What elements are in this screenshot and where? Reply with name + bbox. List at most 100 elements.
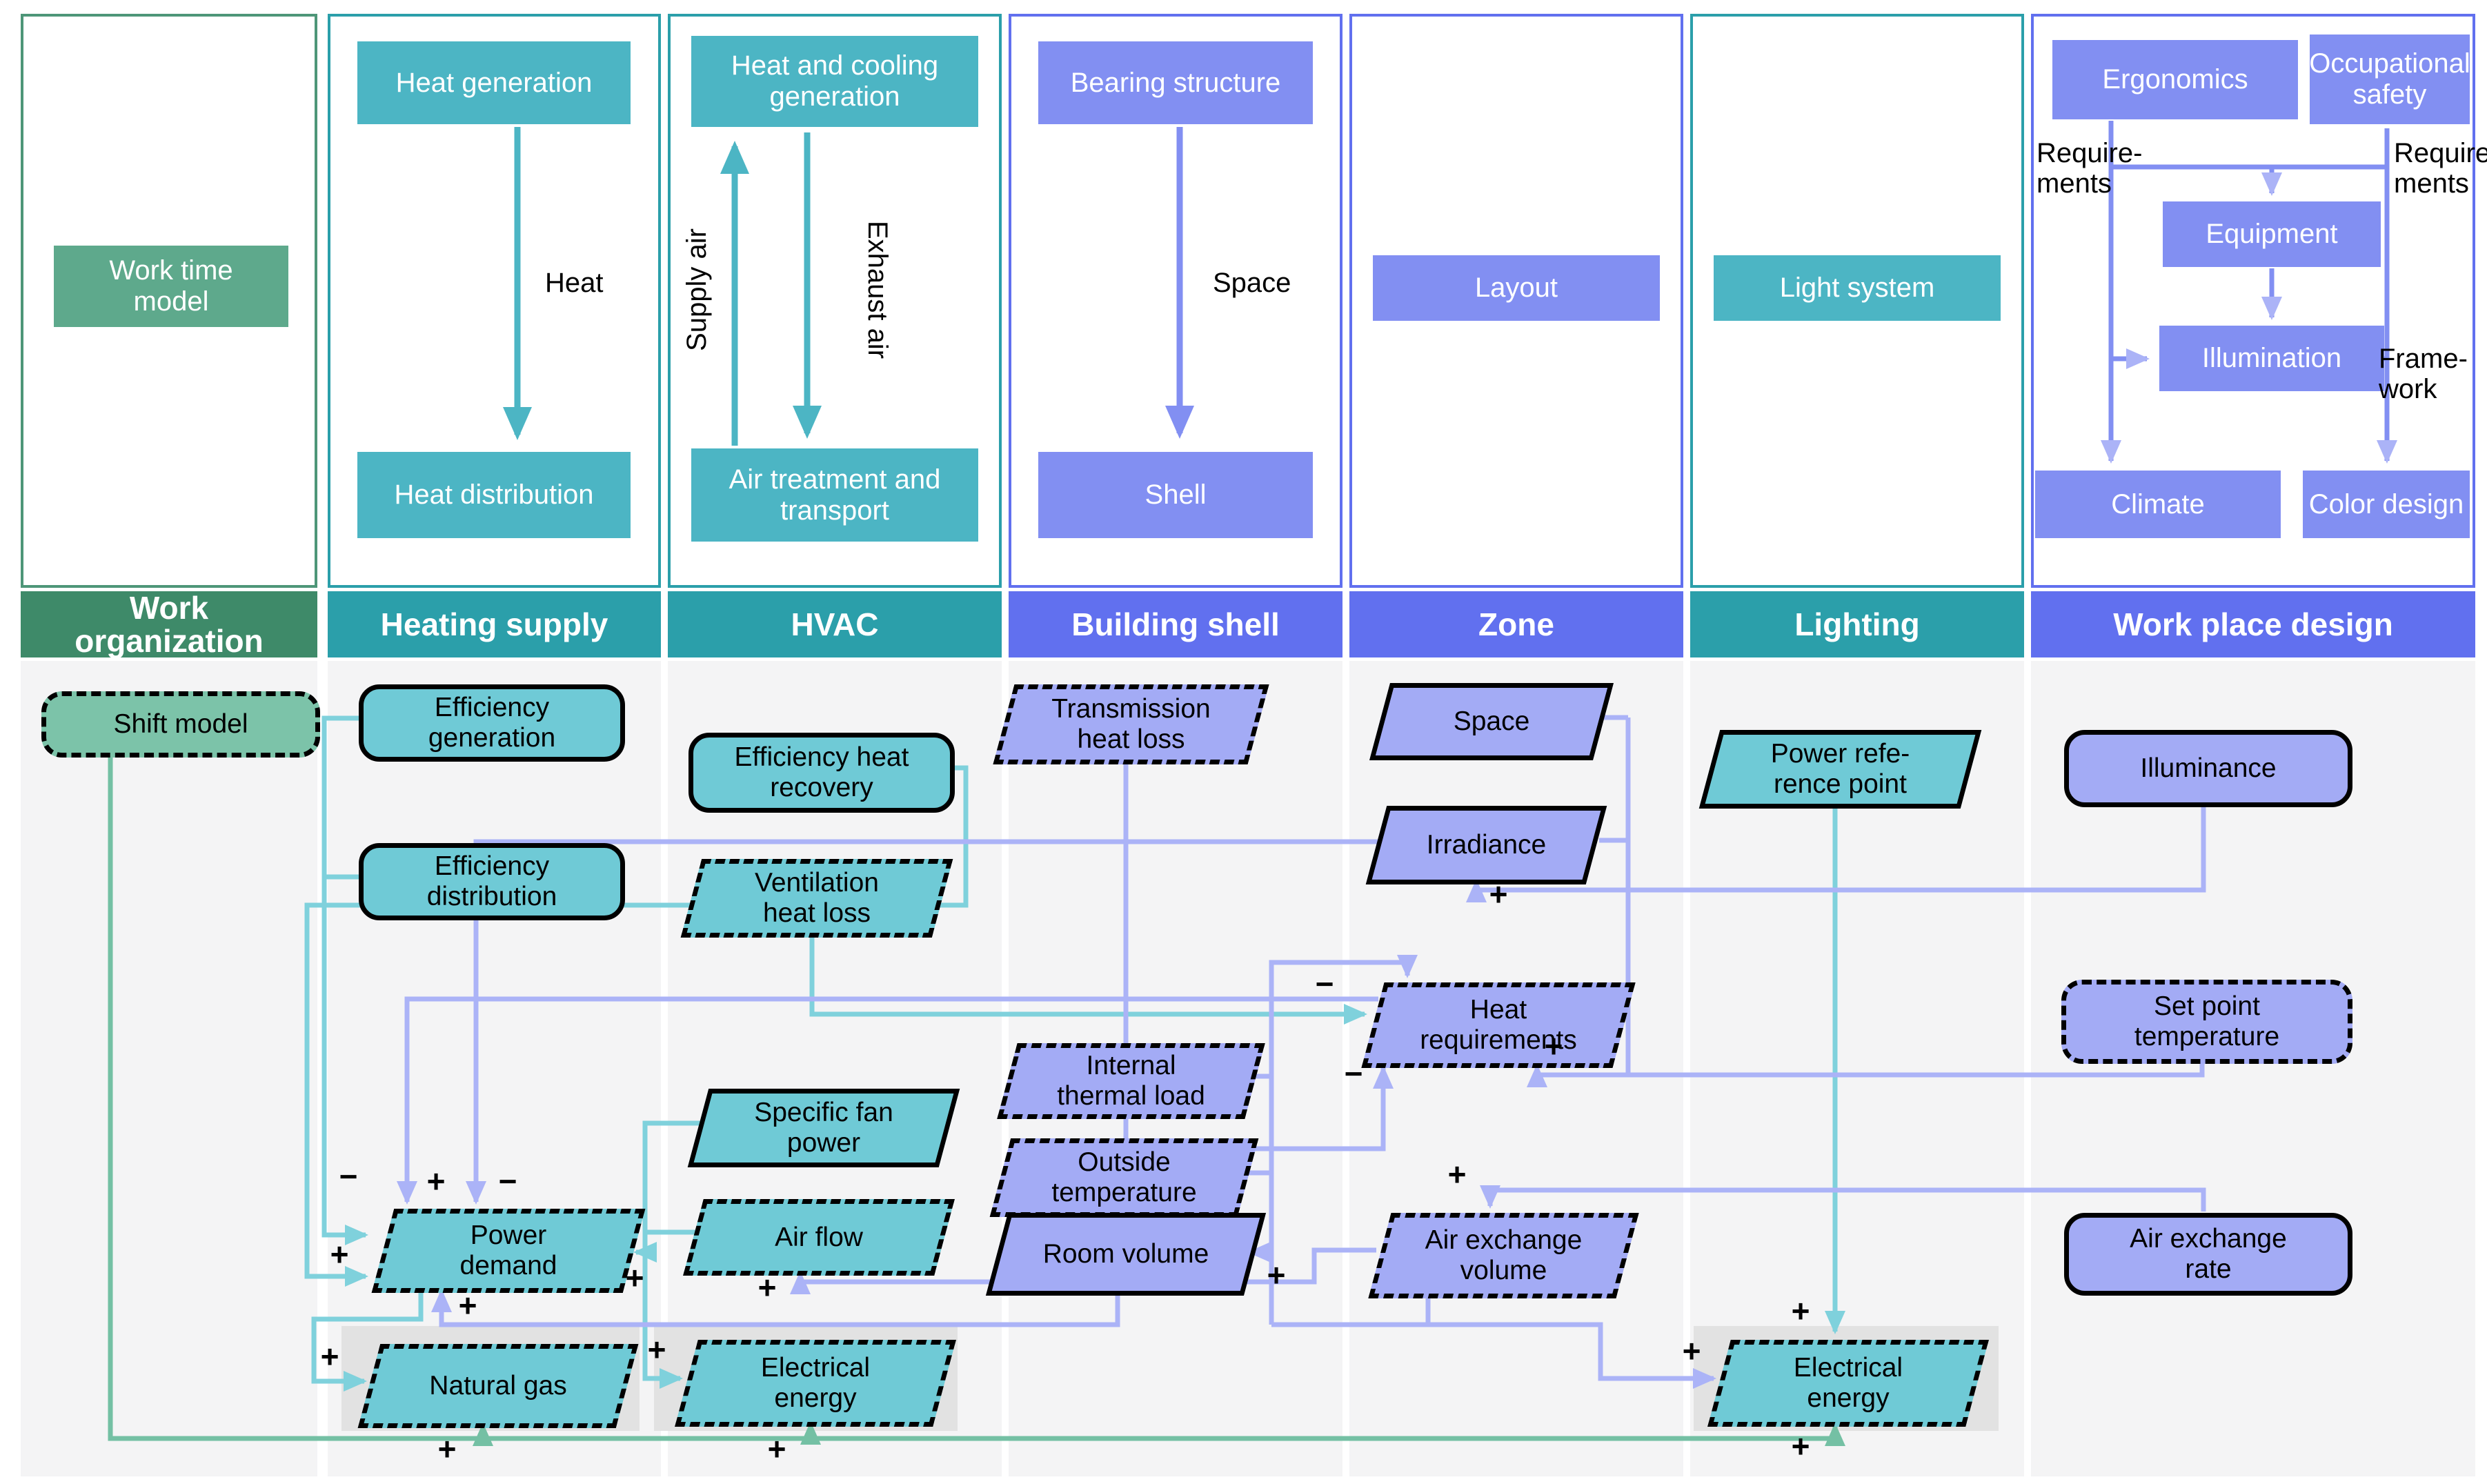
lane-bg-work-organization [21, 661, 317, 1476]
node-air-treatment-label: Air treatment and transport [729, 464, 941, 526]
edge-setpoint-heatreq [1527, 1056, 2205, 1087]
node-natural-gas-label: Natural gas [429, 1371, 567, 1401]
header-work-organization: Work organization [21, 591, 317, 657]
node-ventilation-heat-loss-label: Ventilation heat loss [755, 868, 879, 928]
node-climate: Climate [2035, 471, 2281, 538]
node-illuminance: Illuminance [2064, 730, 2352, 807]
node-space-data-label: Space [1453, 706, 1530, 737]
node-shift-model: Shift model [41, 691, 320, 758]
flow-sign-3: − [498, 1163, 517, 1199]
node-transmission-heat-loss-label: Transmission heat loss [1051, 694, 1211, 754]
node-shift-model-label: Shift model [113, 709, 248, 740]
flow-sign-4: + [458, 1287, 477, 1323]
node-ergonomics-label: Ergonomics [2102, 64, 2248, 95]
node-shell: Shell [1038, 452, 1313, 538]
edge-roomvolume-powerdemand [431, 1287, 1120, 1327]
flow-sign-11: − [1315, 966, 1334, 1002]
node-internal-thermal-load-label: Internal thermal load [1057, 1051, 1205, 1111]
flow-sign-7: + [437, 1431, 457, 1467]
node-work-time-model-label: Work time model [109, 255, 233, 317]
flow-sign-9: + [767, 1431, 786, 1467]
purple-rails [397, 715, 2206, 1389]
label-space: Space [1213, 268, 1291, 298]
node-ergonomics: Ergonomics [2052, 40, 2298, 119]
node-set-point-temperature-label: Set point temperature [2134, 991, 2280, 1051]
flow-sign-6: + [320, 1338, 339, 1374]
label-heat: Heat [545, 268, 604, 298]
node-natural-gas: Natural gas [357, 1344, 639, 1428]
edge-join-heatreq-top [1269, 955, 1418, 1325]
edge-shiftmodel-bottomrail [108, 749, 1845, 1446]
node-power-demand: Power demand [371, 1209, 646, 1293]
node-illuminance-label: Illuminance [2140, 753, 2277, 784]
header-work-place-design: Work place design [2031, 591, 2475, 657]
flow-sign-1: + [330, 1236, 349, 1272]
node-air-flow: Air flow [683, 1199, 955, 1276]
edge-efficiency-powerdemand [321, 715, 368, 1245]
node-heat-distribution: Heat distribution [357, 452, 631, 538]
node-layout: Layout [1373, 255, 1660, 321]
node-power-reference-point-label: Power refe- rence point [1770, 739, 1910, 799]
flow-sign-12: − [1344, 1056, 1363, 1091]
flow-sign-2: + [426, 1163, 446, 1199]
header-heating-supply: Heating supply [328, 591, 661, 657]
node-heat-requirements: Heat requirements [1361, 982, 1636, 1068]
node-air-exchange-rate: Air exchange rate [2064, 1213, 2352, 1296]
edge-airexrate-airexvolume [1480, 1185, 2206, 1211]
node-irradiance-label: Irradiance [1426, 830, 1547, 860]
node-heat-generation: Heat generation [357, 41, 631, 124]
label-exhaust-air: Exhaust air [862, 220, 893, 359]
node-bearing-structure: Bearing structure [1038, 41, 1313, 124]
edge-powerdemand-naturalgas [311, 1285, 424, 1392]
flow-sign-17: + [1682, 1333, 1701, 1369]
node-power-reference-point: Power refe- rence point [1698, 730, 1982, 809]
node-room-volume-label: Room volume [1042, 1239, 1209, 1269]
node-air-exchange-volume: Air exchange volume [1368, 1213, 1639, 1298]
edge-ventilation-heatreq [809, 929, 1367, 1025]
node-electrical-energy-lighting-label: Electrical energy [1793, 1353, 1903, 1413]
node-efficiency-heat-recovery-label: Efficiency heat recovery [734, 742, 909, 802]
flow-sign-14: + [1489, 876, 1508, 912]
top-arrows-teal [503, 127, 822, 446]
node-bearing-structure-label: Bearing structure [1070, 67, 1281, 98]
node-illumination-label: Illumination [2201, 343, 2342, 374]
node-power-demand-label: Power demand [459, 1220, 557, 1280]
edge-airexvolume-airflow [790, 1247, 1376, 1294]
flow-sign-15: + [1447, 1156, 1467, 1192]
node-outside-temperature-label: Outside temperature [1051, 1147, 1197, 1207]
flow-sign-18: + [1791, 1293, 1810, 1329]
edge-rail-electrical-lighting [1271, 1322, 1716, 1389]
header-zone: Zone [1349, 591, 1683, 657]
edge-irradiance-powerdemand [466, 839, 1381, 1205]
header-lighting: Lighting [1690, 591, 2024, 657]
node-air-treatment: Air treatment and transport [691, 448, 978, 542]
flow-sign-16: + [1267, 1257, 1286, 1293]
flow-sign-0: − [339, 1158, 358, 1194]
node-hvac-generation: Heat and cooling generation [691, 36, 978, 127]
node-air-flow-label: Air flow [775, 1222, 863, 1252]
edge-heatrecovery-powerdemand [304, 765, 969, 1287]
header-hvac: HVAC [668, 591, 1002, 657]
node-light-system-label: Light system [1779, 273, 1935, 304]
node-electrical-energy-hvac-label: Electrical energy [760, 1353, 871, 1413]
node-space-data: Space [1369, 683, 1614, 760]
node-outside-temperature: Outside temperature [989, 1138, 1259, 1217]
node-color-design-label: Color design [2308, 488, 2464, 520]
label-supply-air: Supply air [682, 228, 712, 351]
node-ventilation-heat-loss: Ventilation heat loss [680, 859, 953, 938]
node-shell-label: Shell [1145, 479, 1207, 511]
node-internal-thermal-load: Internal thermal load [997, 1043, 1265, 1119]
node-occupational-safety-label: Occupational safety [2309, 48, 2470, 110]
node-efficiency-generation: Efficiency generation [359, 684, 625, 762]
node-color-design: Color design [2303, 471, 2470, 538]
node-equipment: Equipment [2163, 201, 2381, 267]
node-air-exchange-rate-label: Air exchange rate [2130, 1224, 2287, 1284]
header-building-shell: Building shell [1009, 591, 1342, 657]
node-efficiency-heat-recovery: Efficiency heat recovery [688, 733, 955, 813]
node-heat-distribution-label: Heat distribution [394, 479, 594, 511]
node-air-exchange-volume-label: Air exchange volume [1425, 1225, 1583, 1285]
node-hvac-generation-label: Heat and cooling generation [731, 50, 939, 112]
node-heat-generation-label: Heat generation [395, 67, 593, 98]
flow-sign-10: + [757, 1269, 777, 1305]
